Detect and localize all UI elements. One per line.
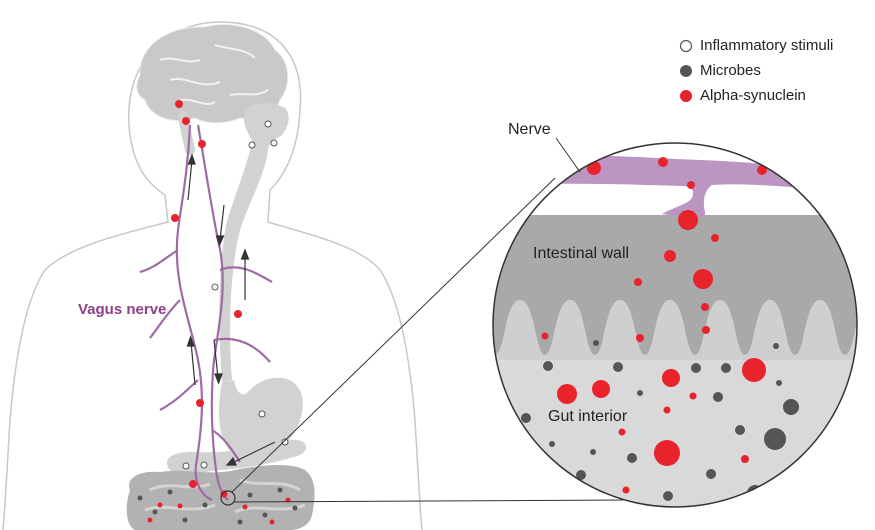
zoom-line-bottom [233,499,629,503]
zoom-line-top [231,177,556,493]
intestinal-wall-label: Intestinal wall [533,245,630,262]
open-circle-icon [679,39,693,53]
nerve-label: Nerve [508,121,551,138]
body-outline [2,21,423,530]
dark-circle-icon [680,65,692,77]
brain-folds [159,44,269,105]
inset-detail [493,143,857,507]
red-blob-icon [680,90,692,102]
vagus-nerve-label: Vagus nerve [78,301,167,318]
body-alpha-synuclein [171,100,242,498]
legend-label-microbes: Microbes [700,62,761,79]
zoom-source-marker [220,490,236,506]
flow-arrows [186,153,276,466]
legend-label-alpha-synuclein: Alpha-synuclein [700,87,806,104]
vagus-nerve [139,124,273,502]
legend-label-inflammatory-stimuli: Inflammatory stimuli [700,37,834,54]
inset-circle-border [492,142,858,508]
intestine-folds [144,478,306,514]
body-inflammatory-stimuli [182,120,289,470]
stomach [219,377,303,461]
esophagus [219,103,289,382]
gut-interior-label: Gut interior [548,408,628,425]
nerve-pointer-line [555,137,581,173]
intestine-particles [137,487,298,525]
